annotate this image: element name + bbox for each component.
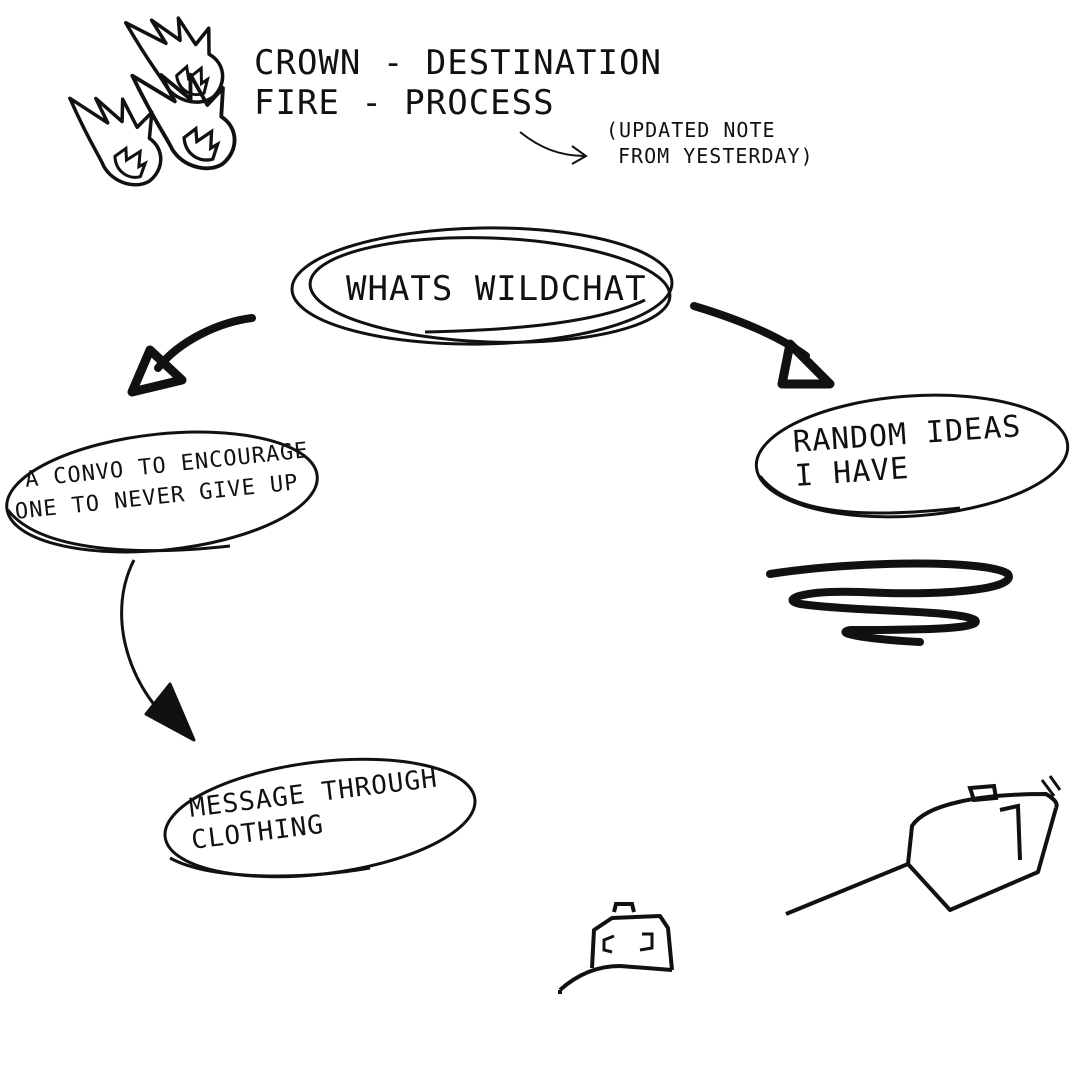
legend-line-fire: FIRE - PROCESS xyxy=(254,83,555,123)
right-node-ellipse xyxy=(754,393,1070,519)
legend-line-crown: CROWN - DESTINATION xyxy=(254,43,662,83)
fireball-icon xyxy=(44,0,258,197)
note-line-1: (UPDATED NOTE xyxy=(606,118,776,142)
arrow-icon xyxy=(127,314,256,397)
center-node-ellipse xyxy=(290,226,674,346)
arrow-icon xyxy=(120,559,196,742)
cap-icon xyxy=(785,775,1062,916)
arrow-icon xyxy=(690,302,835,389)
right-node-label-line2: I HAVE xyxy=(793,451,911,494)
bottom-node-ellipse xyxy=(163,757,477,879)
note-line-2: FROM YESTERDAY) xyxy=(618,144,814,168)
center-node-label: WHATS WILDCHAT xyxy=(346,269,647,309)
cap-icon xyxy=(558,902,674,994)
scribble-icon xyxy=(766,559,1013,646)
left-node-ellipse xyxy=(5,430,319,554)
note-arrow-icon xyxy=(519,131,588,165)
